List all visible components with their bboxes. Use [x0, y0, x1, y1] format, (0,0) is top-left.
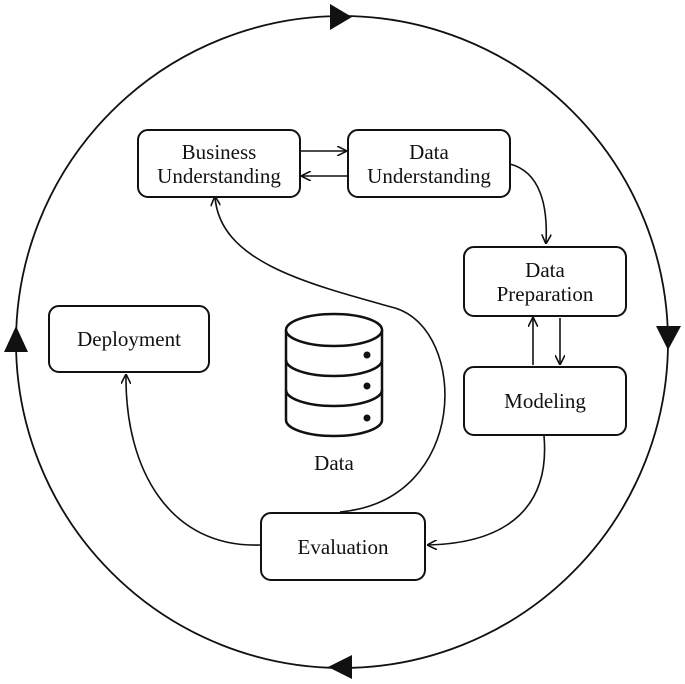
node-business-understanding-line1: Business: [181, 139, 257, 164]
cycle-arrowhead-top: [330, 4, 352, 30]
node-data-understanding-line2: Understanding: [367, 163, 491, 188]
arrow-evaluation-to-deployment: [126, 375, 261, 546]
database-icon: [284, 312, 384, 438]
data-store-label: Data: [314, 451, 354, 475]
cycle-arrowhead-bottom: [328, 655, 352, 679]
node-evaluation: Evaluation: [260, 512, 426, 581]
arrow-evaluation-to-business: [215, 197, 446, 513]
node-evaluation-label: Evaluation: [297, 534, 389, 559]
arrow-data-understanding-to-preparation: [509, 163, 546, 243]
node-data-understanding-line1: Data: [409, 139, 449, 164]
node-data-preparation-line2: Preparation: [496, 281, 594, 306]
node-modeling-label: Modeling: [504, 389, 586, 413]
node-deployment-label: Deployment: [77, 327, 181, 351]
node-business-understanding: Business Understanding: [137, 129, 301, 198]
arrow-modeling-to-evaluation: [428, 435, 546, 545]
node-data-preparation: Data Preparation: [463, 246, 627, 317]
node-data-preparation-line1: Data: [525, 257, 565, 282]
node-data-understanding: Data Understanding: [347, 129, 511, 198]
cycle-arrowhead-right: [656, 326, 681, 350]
cycle-arrowhead-left: [4, 326, 28, 352]
node-business-understanding-line2: Understanding: [157, 163, 281, 188]
node-deployment: Deployment: [48, 305, 210, 373]
node-modeling: Modeling: [463, 366, 627, 436]
